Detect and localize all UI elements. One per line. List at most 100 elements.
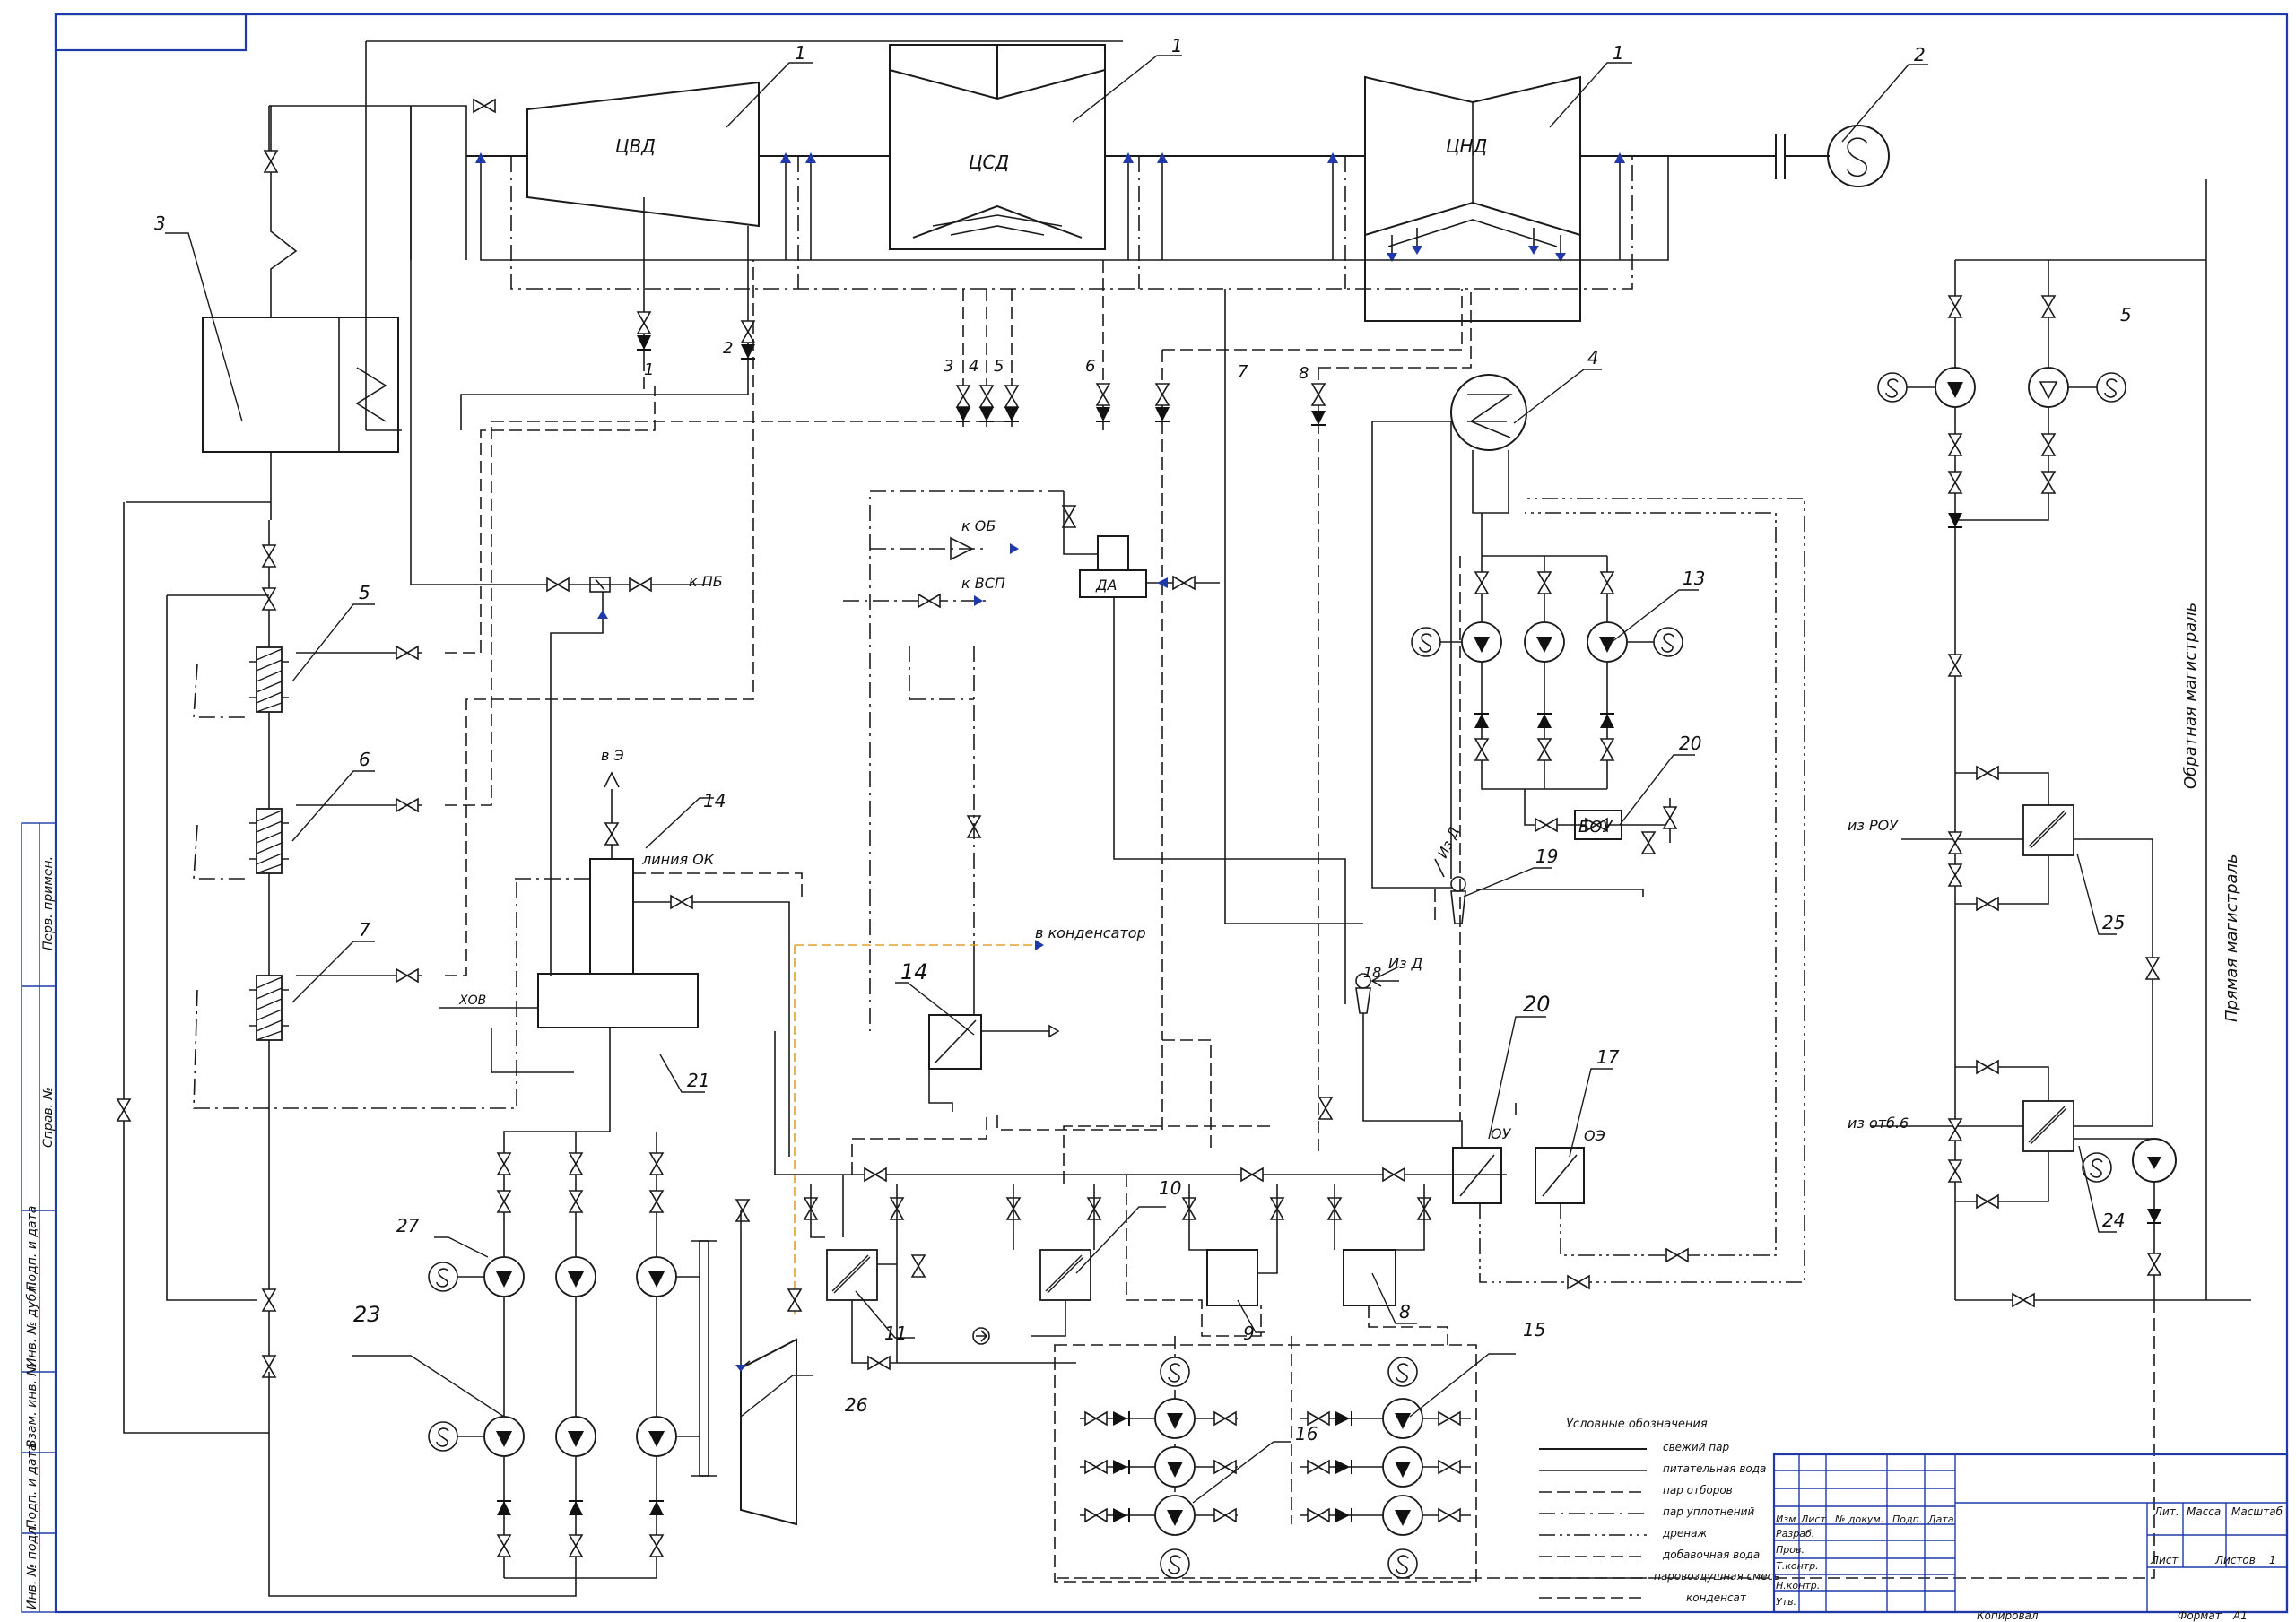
- pos-18: 18: [1363, 964, 1381, 981]
- extr-2: 2: [723, 339, 733, 358]
- condensate-recirculation: [1479, 498, 1805, 1283]
- tb-col-doc: № докум.: [1834, 1514, 1883, 1525]
- position-numbers: 1 1 1 2 3 4 5 6 7 13 20 14 19 18 20 17 2…: [154, 35, 2132, 1444]
- ejector-cooler-oe-17: ОЭ: [1535, 1127, 1605, 1204]
- pos-1b: 1: [1171, 35, 1183, 56]
- ou-label: ОУ: [1491, 1125, 1512, 1142]
- pos-19: 19: [1535, 846, 1558, 867]
- legend-item-6: добавочная вода: [1662, 1548, 1760, 1561]
- pos-27: 27: [396, 1215, 420, 1236]
- pos-10: 10: [1159, 1177, 1181, 1199]
- legend-item-5: дренаж: [1662, 1527, 1707, 1540]
- extr-7: 7: [1238, 362, 1248, 381]
- tb-format: Формат: [2178, 1609, 2222, 1622]
- title-block: Изм Лист № докум. Подп. Дата Разраб. Про…: [1772, 1453, 2289, 1622]
- tb-sheets-count: 1: [2269, 1554, 2276, 1566]
- heater-14: [909, 646, 1060, 1112]
- legend-item-8: конденсат: [1686, 1592, 1747, 1604]
- to-vsp-label: к ВСП: [961, 575, 1005, 592]
- ejector-line: [1434, 556, 1517, 1121]
- side-stamp: Перв. примен. Справ. № Подп. и дата Инв.…: [21, 822, 57, 1613]
- tb-role-5: Утв.: [1776, 1596, 1796, 1608]
- tb-col-date: Дата: [1927, 1514, 1954, 1525]
- pos-24: 24: [2102, 1210, 2125, 1231]
- extraction-numbers: 1 2 3 4 5 6 7 8: [644, 339, 1309, 383]
- ip-cylinder-label: ЦСД: [969, 152, 1009, 173]
- side-stamp-2: Справ. №: [41, 1087, 56, 1148]
- drain-pumps-15-16: [1054, 1336, 1477, 1583]
- steam-boiler-3: [202, 317, 399, 453]
- to-condenser-label: в конденсатор: [1035, 924, 1146, 941]
- steam-cooler-ou-20: ОУ: [1452, 1125, 1512, 1204]
- extr-1: 1: [644, 360, 654, 379]
- extr-3: 3: [944, 357, 953, 376]
- line-ok-label: линия ОК: [641, 851, 715, 868]
- extr-8: 8: [1299, 364, 1309, 383]
- pos-11: 11: [884, 1323, 907, 1344]
- chem-water-label: ХОВ: [458, 993, 486, 1008]
- pos-17: 17: [1596, 1046, 1620, 1068]
- to-ob-label: к ОБ: [961, 517, 996, 534]
- pos-6: 6: [359, 749, 370, 770]
- pos-13: 13: [1683, 568, 1705, 589]
- tb-mass: Масса: [2187, 1505, 2221, 1518]
- extr-6: 6: [1085, 357, 1095, 376]
- heater-10: [1013, 1184, 1095, 1337]
- pos-1a: 1: [795, 42, 806, 64]
- bou-label: БОУ: [1578, 818, 1613, 837]
- pos-25: 25: [2102, 912, 2125, 933]
- tb-format-value: А1: [2232, 1609, 2248, 1622]
- tb-col-izm: Изм: [1776, 1514, 1796, 1525]
- ejector-19: [1434, 858, 1644, 924]
- side-stamp-7: Инв. № подл.: [25, 1522, 39, 1609]
- pos-2: 2: [1914, 44, 1926, 65]
- from-d-label-2: Из Д: [1388, 955, 1422, 972]
- tb-lit: Лит.: [2153, 1505, 2179, 1518]
- supply-main-label: Прямая магистраль: [2222, 854, 2241, 1022]
- heater-11: [810, 1184, 1076, 1370]
- pos-8: 8: [1399, 1301, 1411, 1323]
- pb-line: к ПБ: [410, 106, 723, 976]
- legend-title: Условные обозначения: [1566, 1418, 1708, 1431]
- pos-23: 23: [353, 1302, 381, 1327]
- extraction-1-2: [460, 197, 756, 430]
- side-stamp-5: Взам. инв. №: [25, 1363, 39, 1448]
- hp-cylinder: [526, 81, 760, 228]
- feed-pumps-27-23: [268, 1028, 718, 1597]
- boiler-superheater: [338, 317, 387, 452]
- side-stamp-6: Подп. и дата: [25, 1444, 39, 1529]
- tank-26: [735, 1210, 797, 1526]
- legend-item-4: пар уплотнений: [1663, 1505, 1754, 1518]
- ip-cylinder: [889, 44, 1106, 250]
- top-left-stamp: [54, 13, 248, 52]
- steam-inlet-arrows: [475, 152, 1625, 163]
- deaerator-label: ДА: [1095, 577, 1117, 594]
- deaerator: ДА: [869, 490, 1346, 1031]
- pos-20a: 20: [1679, 733, 1701, 754]
- leader-lines: [165, 55, 2117, 1504]
- pos-4: 4: [1587, 347, 1599, 369]
- side-stamp-3: Подп. и дата: [25, 1206, 39, 1291]
- pos-21: 21: [687, 1070, 709, 1091]
- return-main-label: Обратная магистраль: [2181, 603, 2200, 789]
- tb-copied: Копировал: [1977, 1609, 2039, 1622]
- tb-sheet: Лист: [2150, 1554, 2179, 1566]
- legend-item-3: пар отборов: [1663, 1484, 1733, 1496]
- generator-2: [1827, 125, 1890, 187]
- bou-20: БОУ: [1524, 789, 1677, 854]
- to-condenser-line: [794, 944, 1033, 1314]
- heater-9: [1188, 1184, 1278, 1306]
- legend-item-7: паровоздушная смесь: [1654, 1570, 1779, 1583]
- pos-3: 3: [154, 213, 166, 234]
- pos-26: 26: [845, 1394, 867, 1416]
- pos-16: 16: [1295, 1423, 1318, 1444]
- supply-main-line: [1955, 179, 2251, 1301]
- boiler-main-steam: [270, 106, 298, 317]
- sheet-frame: [54, 13, 2289, 1614]
- legend-item-2: питательная вода: [1663, 1462, 1766, 1475]
- tb-role-3: Т.контр.: [1776, 1560, 1819, 1572]
- from-d-label-1: Из Д: [1434, 824, 1463, 860]
- pos-5: 5: [359, 582, 370, 603]
- tb-role-1: Разраб.: [1776, 1528, 1814, 1540]
